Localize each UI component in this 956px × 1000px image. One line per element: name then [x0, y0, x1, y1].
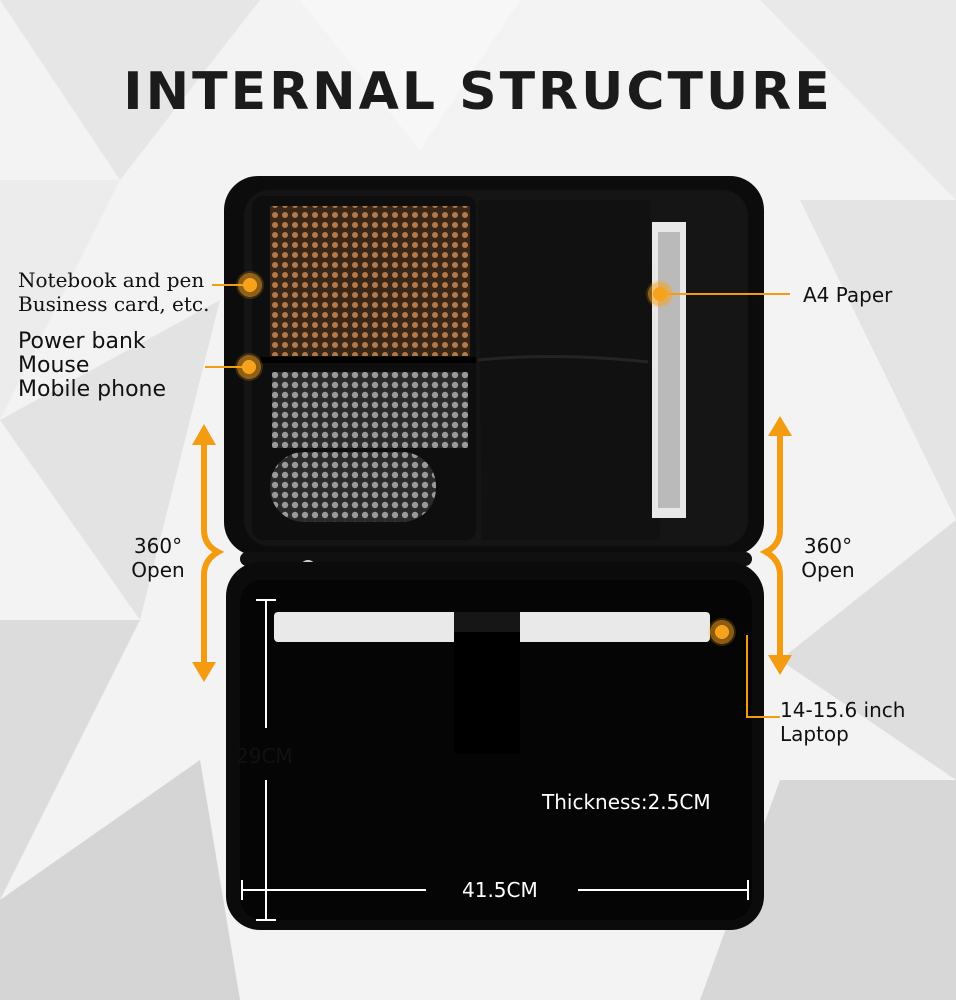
label-a4: A4 Paper	[803, 283, 893, 307]
callout-line-laptop-v	[746, 635, 748, 717]
label-notebook: Notebook and pen Business card, etc.	[18, 268, 210, 316]
page-title: INTERNAL STRUCTURE	[123, 62, 833, 122]
callout-line-notebook	[212, 284, 252, 286]
dimension-width: 41.5CM	[462, 878, 538, 902]
mesh-pocket-notebook	[270, 206, 470, 356]
callout-dot-power	[235, 353, 263, 381]
mesh-pocket-powerbank	[272, 372, 468, 448]
callout-line-a4	[666, 293, 790, 295]
dimension-height: 29CM	[236, 744, 293, 768]
label-laptop: 14-15.6 inch Laptop	[780, 698, 906, 746]
label-power: Power bank Mouse Mobile phone	[18, 329, 167, 402]
callout-dot-laptop	[708, 618, 736, 646]
callout-line-power	[205, 366, 249, 368]
callout-dot-a4	[646, 280, 674, 308]
mouse-shape	[270, 452, 436, 522]
callout-line-laptop-h	[746, 716, 780, 718]
label-open-right: 360° Open	[801, 534, 855, 582]
dimension-thickness: Thickness:2.5CM	[542, 790, 711, 814]
label-open-left: 360° Open	[131, 534, 185, 582]
callout-dot-notebook	[236, 271, 264, 299]
laptop-strap	[454, 612, 520, 754]
